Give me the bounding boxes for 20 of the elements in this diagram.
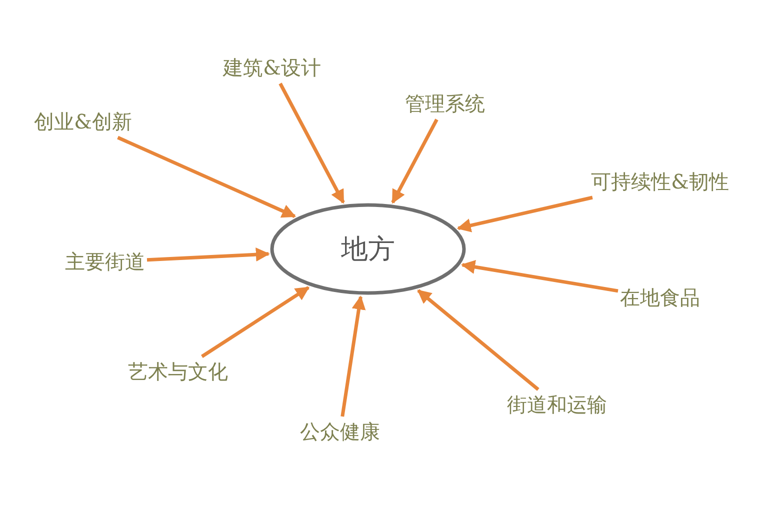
arrow xyxy=(201,286,310,358)
arrow xyxy=(461,260,618,293)
ellipse-node xyxy=(270,203,466,295)
arrow xyxy=(117,136,296,218)
topic-label: 主要街道 xyxy=(65,248,145,276)
topic-label: 艺术与文化 xyxy=(128,358,228,386)
topic-label: 街道和运输 xyxy=(507,392,607,418)
arrow xyxy=(417,289,540,391)
topic-label: 公众健康 xyxy=(300,418,380,446)
topic-label: 建筑&设计 xyxy=(223,54,321,82)
arrow xyxy=(391,118,438,204)
arrow xyxy=(278,82,345,204)
topic-label: 可持续性&韧性 xyxy=(591,168,729,196)
arrow xyxy=(456,196,593,232)
arrow xyxy=(146,248,270,262)
node-label: 地方 xyxy=(341,233,395,267)
topic-label: 在地食品 xyxy=(620,284,700,312)
topic-label: 创业&创新 xyxy=(34,108,132,136)
arrow xyxy=(340,295,366,417)
topic-label: 管理系统 xyxy=(405,90,485,118)
